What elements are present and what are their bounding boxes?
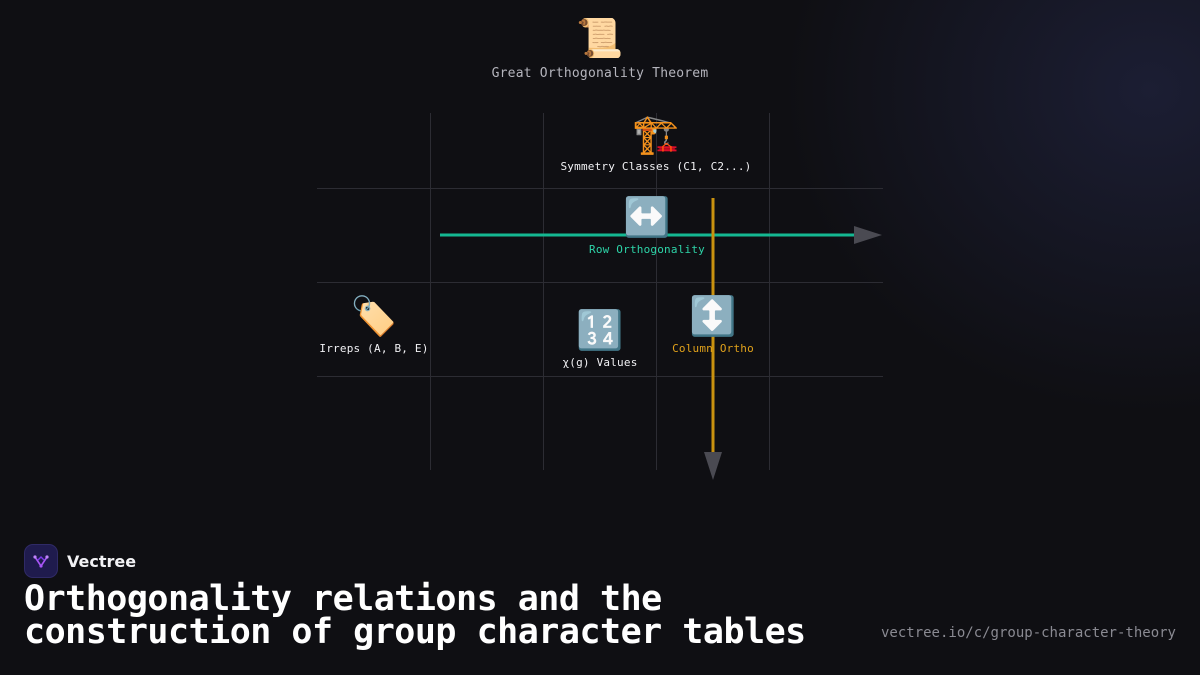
grid-line — [656, 113, 657, 470]
column-arrowhead — [704, 452, 722, 480]
course-url[interactable]: vectree.io/c/group-character-theory — [880, 625, 1176, 641]
node-row-orthogonality: ↔️ Row Orthogonality — [589, 195, 705, 256]
diagram: 📜 Great Orthogonality Theorem 🏗️ Symmetr… — [317, 16, 883, 480]
diagram-title: Great Orthogonality Theorem — [491, 66, 709, 81]
up-down-arrow-icon: ↕️ — [689, 294, 737, 338]
node-irreps: 🏷️ Irreps (A, B, E) — [319, 294, 428, 355]
brand[interactable]: Vectree — [24, 544, 136, 578]
node-label: Row Orthogonality — [589, 243, 705, 256]
node-chi-values: 🔢 χ(g) Values — [562, 308, 637, 369]
label-tag-icon: 🏷️ — [350, 294, 398, 338]
grid-line — [769, 113, 770, 470]
grid-line — [317, 282, 883, 283]
node-label: Irreps (A, B, E) — [319, 342, 429, 355]
node-symmetry-classes: 🏗️ Symmetry Classes (C1, C2...) — [560, 112, 751, 173]
grid-line — [543, 113, 544, 470]
vectree-logo-icon — [24, 544, 58, 578]
node-label: Symmetry Classes (C1, C2...) — [560, 160, 752, 173]
brand-name: Vectree — [67, 551, 137, 571]
node-label: χ(g) Values — [562, 356, 638, 369]
grid-line — [317, 188, 883, 189]
arrows — [440, 198, 882, 480]
scroll-icon: 📜 — [576, 16, 624, 60]
grid-line — [430, 113, 431, 470]
left-right-arrow-icon: ↔️ — [623, 195, 671, 239]
grid-line — [317, 376, 883, 377]
construction-crane-icon: 🏗️ — [632, 112, 680, 156]
node-column-ortho: ↕️ Column Ortho — [672, 294, 754, 355]
node-label: Column Ortho — [672, 342, 754, 355]
page-title: Orthogonality relations and the construc… — [24, 579, 806, 652]
input-numbers-icon: 🔢 — [576, 308, 624, 352]
title-node: 📜 Great Orthogonality Theorem — [492, 16, 709, 81]
row-arrowhead — [854, 226, 882, 244]
